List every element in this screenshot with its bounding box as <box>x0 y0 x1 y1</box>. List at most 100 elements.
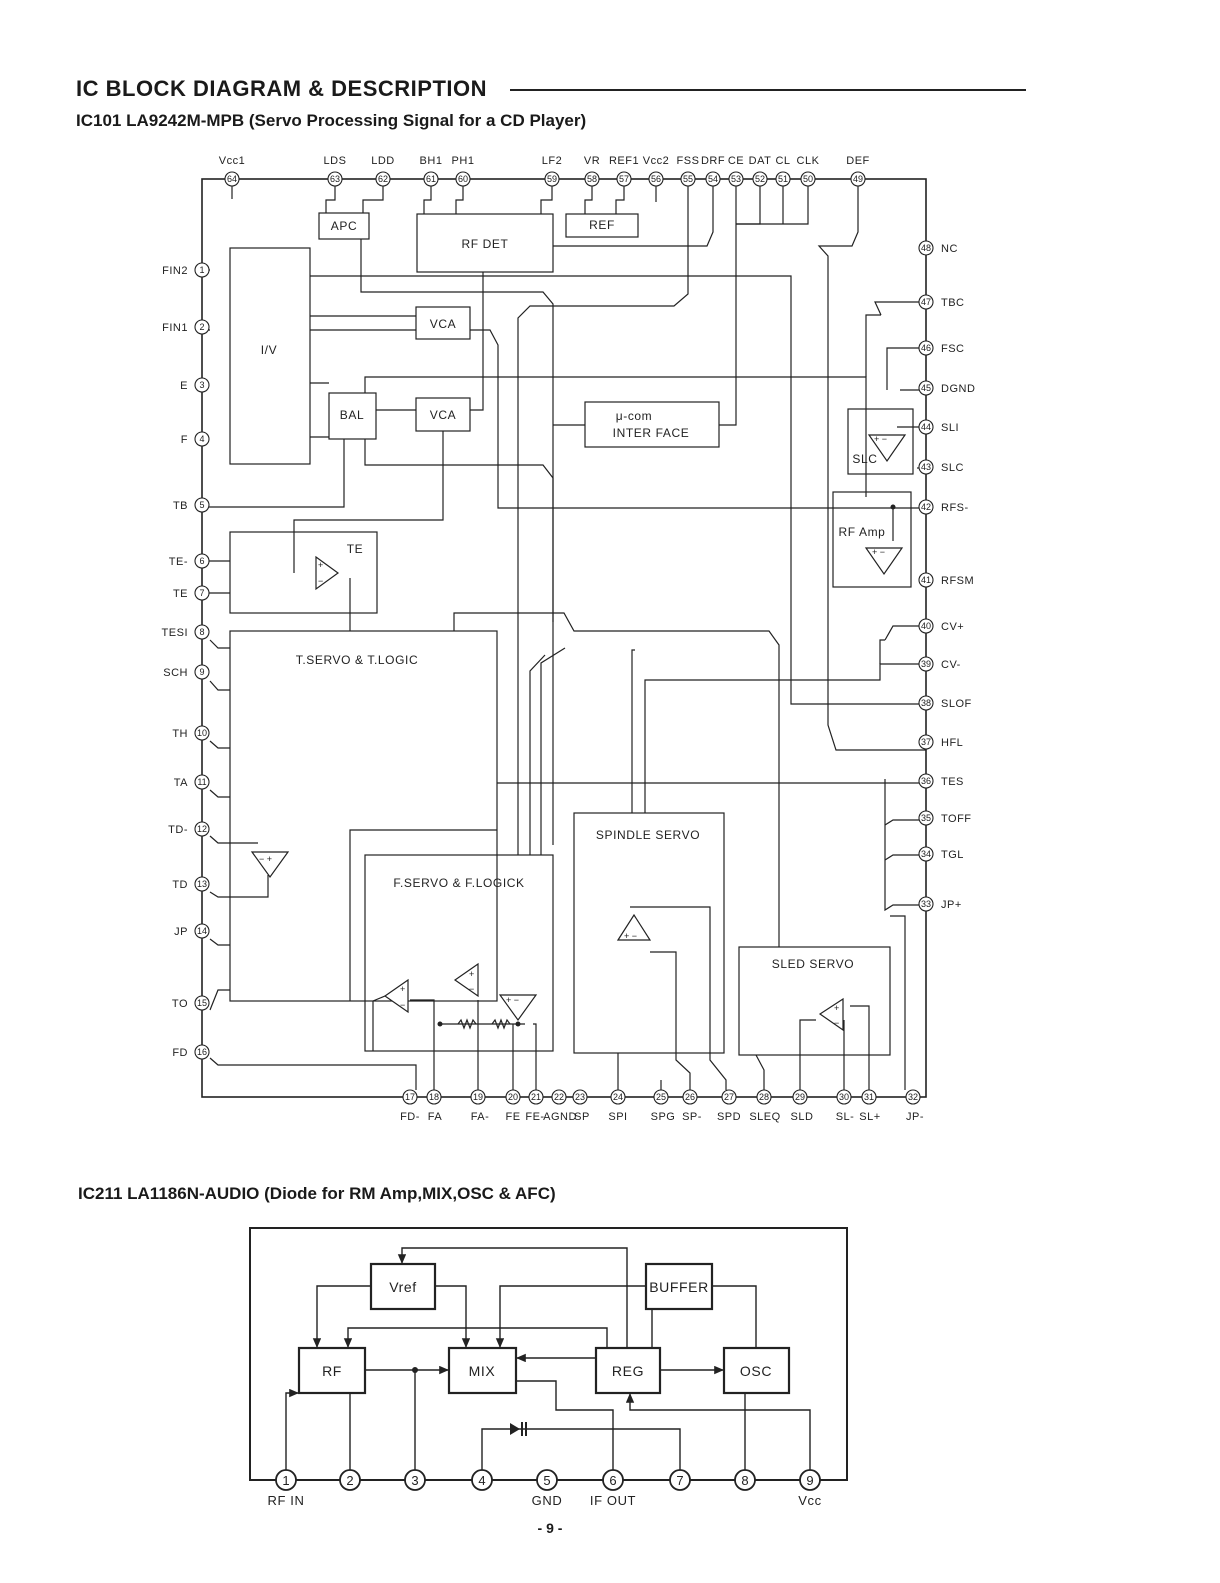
ic101-pin-57: 57 REF1 <box>609 155 639 187</box>
pin-circle <box>680 171 696 187</box>
slc-block <box>847 408 914 475</box>
pin-circle <box>404 1469 426 1491</box>
pin-circle <box>728 171 744 187</box>
pin-circle <box>836 1089 852 1105</box>
pin-circle <box>669 1469 691 1491</box>
pin-label: REF1 <box>609 155 639 167</box>
pin-number: 16 <box>197 1047 207 1057</box>
pin-label: TD- <box>168 824 188 836</box>
pin-number: 5 <box>199 500 204 510</box>
vca1-block <box>415 306 471 340</box>
sled-label: SLED SERVO <box>772 957 854 971</box>
pin-label: TE <box>173 588 188 600</box>
pin-circle <box>572 1089 588 1105</box>
pin-number: 15 <box>197 998 207 1008</box>
svg-text:+: + <box>834 1003 839 1013</box>
pin-circle <box>402 1089 418 1105</box>
pin-label: CV- <box>941 659 961 671</box>
sled-block <box>738 946 891 1056</box>
pin-number: 36 <box>921 776 931 786</box>
pin-label: TD <box>172 879 188 891</box>
pin-number: 64 <box>227 174 237 184</box>
tservo-opamp <box>250 851 290 879</box>
pin-circle <box>918 499 934 515</box>
pin-circle <box>544 171 560 187</box>
pin-number: 8 <box>199 627 204 637</box>
pin-number: 3 <box>411 1473 418 1488</box>
pin-circle <box>800 171 816 187</box>
pin-number: 45 <box>921 383 931 393</box>
pin-label: RF IN <box>268 1493 305 1508</box>
pin-circle <box>616 171 632 187</box>
pin-label: TB <box>173 500 188 512</box>
pin-label: CE <box>728 155 744 167</box>
pin-number: 7 <box>676 1473 683 1488</box>
pin-number: 10 <box>197 728 207 738</box>
pin-circle <box>792 1089 808 1105</box>
pin-circle <box>705 171 721 187</box>
rfdet-block <box>416 213 554 273</box>
svg-text:−: − <box>469 984 474 994</box>
pin-label: TBC <box>941 297 965 309</box>
pin-circle <box>194 725 210 741</box>
pin-circle <box>275 1469 297 1491</box>
pin-number: 6 <box>199 556 204 566</box>
pin-number: 55 <box>683 174 693 184</box>
pin-number: 2 <box>346 1473 353 1488</box>
pin-label: F <box>181 434 188 446</box>
pin-label: SPI <box>608 1111 627 1123</box>
pin-circle <box>375 171 391 187</box>
te-opamp <box>315 555 340 591</box>
pin-circle <box>471 1469 493 1491</box>
pin-number: 59 <box>547 174 557 184</box>
pin-circle <box>194 876 210 892</box>
pin-label: CLK <box>797 155 820 167</box>
pin-label: TA <box>174 777 188 789</box>
pin-circle <box>918 734 934 750</box>
pin-circle <box>905 1089 921 1105</box>
pin-number: 11 <box>197 777 206 787</box>
pin-label: Vcc <box>798 1493 821 1508</box>
pin-number: 1 <box>199 265 204 275</box>
pin-label: FIN2 <box>162 265 188 277</box>
pin-label: TGL <box>941 849 964 861</box>
pin-number: 7 <box>199 588 204 598</box>
pin-circle <box>194 585 210 601</box>
pin-number: 42 <box>921 502 931 512</box>
pin-number: 57 <box>619 174 629 184</box>
pin-circle <box>194 821 210 837</box>
pin-label: JP+ <box>941 899 962 911</box>
pin-number: 33 <box>921 899 931 909</box>
pin-label: TES <box>941 776 964 788</box>
rf-label: RF <box>322 1363 342 1379</box>
spindle-opamp <box>616 913 652 941</box>
rfamp-block <box>832 491 912 588</box>
ref-block <box>565 213 639 238</box>
pin-number: 30 <box>839 1092 849 1102</box>
te-block <box>229 531 378 614</box>
pin-circle <box>799 1469 821 1491</box>
iv-label: I/V <box>261 343 277 357</box>
pin-label: RFSM <box>941 575 974 587</box>
ic211-outline <box>249 1227 848 1481</box>
pin-label: IF OUT <box>590 1493 636 1508</box>
pin-label: FSC <box>941 343 965 355</box>
pin-label: TESI <box>162 627 188 639</box>
pin-circle <box>918 572 934 588</box>
ic101-pin-7: 7 TE <box>173 585 210 601</box>
pin-circle <box>918 846 934 862</box>
